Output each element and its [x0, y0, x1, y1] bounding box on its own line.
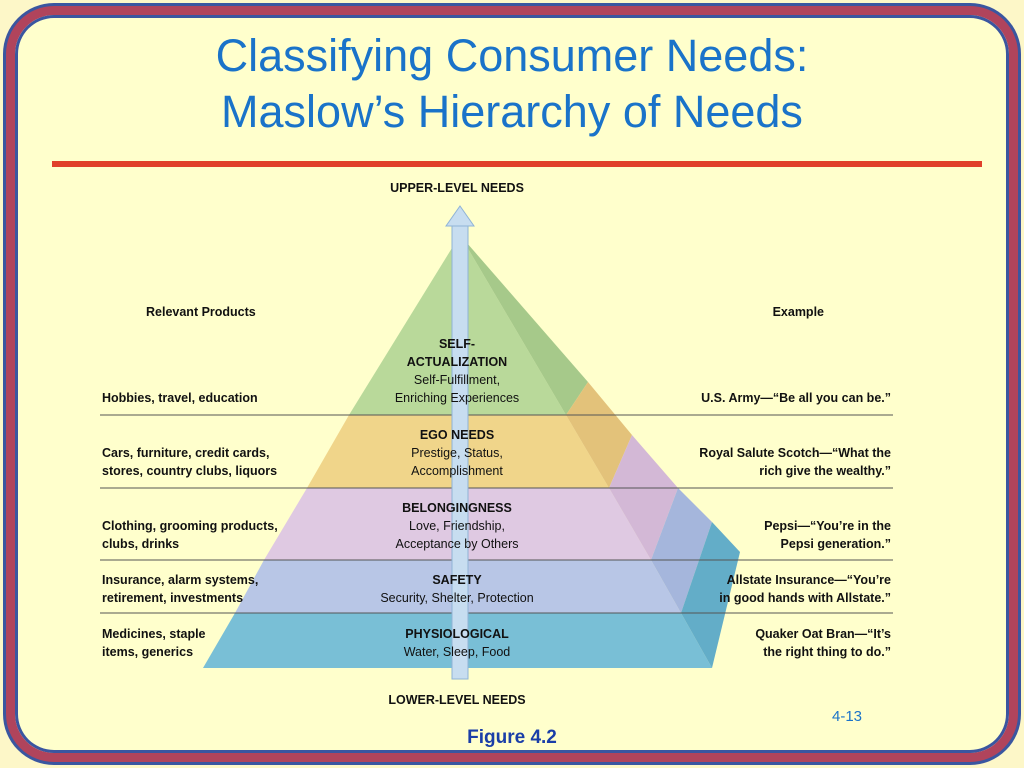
relevant-products: clubs, drinks	[102, 537, 179, 551]
level-name: BELONGINGNESS	[402, 501, 512, 515]
relevant-products: stores, country clubs, liquors	[102, 464, 277, 478]
level-name: EGO NEEDS	[420, 428, 494, 442]
example-text: U.S. Army—“Be all you can be.”	[701, 391, 891, 405]
title-line-2: Maslow’s Hierarchy of Needs	[221, 86, 803, 137]
level-description: Security, Shelter, Protection	[380, 591, 533, 605]
level-description: Prestige, Status,	[411, 446, 503, 460]
example-text: Pepsi generation.”	[781, 537, 891, 551]
example-text: rich give the wealthy.”	[759, 464, 891, 478]
level-description: Accomplishment	[411, 464, 503, 478]
level-description: Love, Friendship,	[409, 519, 505, 533]
slide-title: Classifying Consumer Needs: Maslow’s Hie…	[0, 28, 1024, 140]
relevant-products: Cars, furniture, credit cards,	[102, 446, 269, 460]
example-text: Quaker Oat Bran—“It’s	[755, 627, 891, 641]
example-text: Allstate Insurance—“You’re	[727, 573, 891, 587]
relevant-products: Hobbies, travel, education	[102, 391, 258, 405]
level-name: ACTUALIZATION	[407, 355, 507, 369]
level-description: Enriching Experiences	[395, 391, 519, 405]
example-text: Royal Salute Scotch—“What the	[699, 446, 891, 460]
level-name: SAFETY	[432, 573, 482, 587]
level-name: SELF-	[439, 337, 475, 351]
relevant-products: retirement, investments	[102, 591, 243, 605]
relevant-products: Clothing, grooming products,	[102, 519, 278, 533]
example-text: in good hands with Allstate.”	[719, 591, 891, 605]
level-description: Self-Fulfillment,	[414, 373, 500, 387]
title-underline	[52, 161, 982, 167]
figure-label: Figure 4.2	[467, 727, 557, 748]
title-line-1: Classifying Consumer Needs:	[215, 30, 809, 81]
relevant-products: items, generics	[102, 645, 193, 659]
level-description: Acceptance by Others	[396, 537, 519, 551]
relevant-products: Insurance, alarm systems,	[102, 573, 258, 587]
example-text: the right thing to do.”	[763, 645, 891, 659]
arrow-head-icon	[445, 205, 475, 227]
side-safety	[651, 488, 712, 613]
upper-level-label: UPPER-LEVEL NEEDS	[390, 181, 524, 195]
example-header: Example	[773, 305, 824, 319]
row-dividers	[100, 414, 893, 614]
example-text: Pepsi—“You’re in the	[764, 519, 891, 533]
products-header: Relevant Products	[146, 305, 256, 319]
level-name: PHYSIOLOGICAL	[405, 627, 509, 641]
lower-level-label: LOWER-LEVEL NEEDS	[388, 693, 525, 707]
side-belongingness	[609, 435, 678, 560]
side-ego-needs	[566, 382, 632, 488]
page-number: 4-13	[832, 708, 863, 725]
relevant-products: Medicines, staple	[102, 627, 206, 641]
level-description: Water, Sleep, Food	[404, 645, 511, 659]
side-physiological	[681, 522, 740, 668]
side-self-actualization	[460, 235, 588, 415]
